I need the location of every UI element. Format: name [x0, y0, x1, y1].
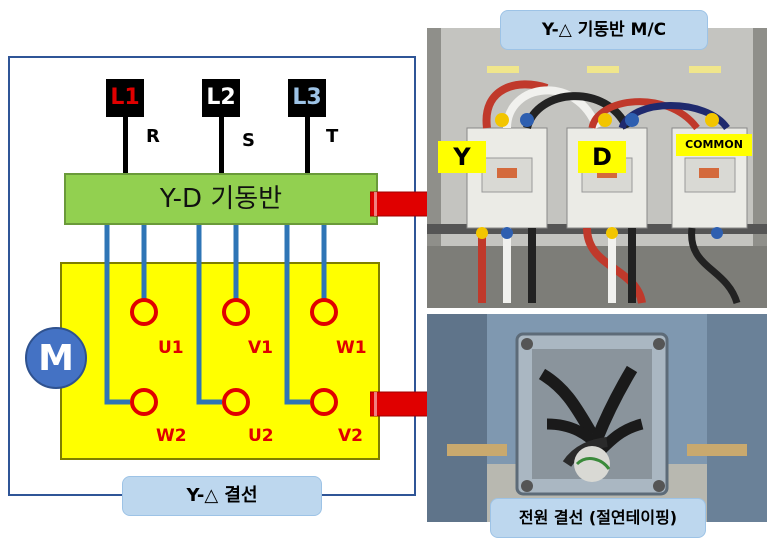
supply-wire-l1: [123, 117, 128, 174]
terminal-v1-label: V1: [248, 338, 273, 358]
terminal-photo-caption-text: 전원 결선 (절연테이핑): [518, 508, 678, 527]
panel-label-common: COMMON: [676, 134, 752, 156]
supply-l3-label: L3: [292, 85, 322, 110]
terminal-u2-label: U2: [248, 426, 274, 446]
terminal-photo: [427, 314, 767, 522]
panel-label-common-text: COMMON: [685, 138, 743, 151]
supply-l1-box: L1: [106, 79, 144, 117]
panel-photo-caption-text: Y-△ 기동반 M/C: [541, 20, 667, 40]
diagram-caption-text: Y-△ 결선: [186, 485, 258, 506]
panel-label-y-text: Y: [453, 143, 471, 171]
terminal-w1: [310, 298, 338, 326]
panel-label-y: Y: [438, 141, 486, 173]
supply-wire-l3: [305, 117, 310, 174]
supply-wire-l2: [219, 117, 224, 174]
supply-l3-box: L3: [288, 79, 326, 117]
motor-symbol-label: M: [38, 338, 74, 379]
supply-l2-label: L2: [206, 85, 236, 110]
terminal-u1: [130, 298, 158, 326]
phase-r-label: R: [146, 126, 160, 147]
phase-s-label: S: [242, 130, 255, 151]
yd-starter-block: Y-D 기동반: [64, 173, 378, 225]
panel-label-d: D: [578, 141, 626, 173]
supply-l1-label: L1: [110, 85, 140, 110]
terminal-v1: [222, 298, 250, 326]
wire-to-w2: [104, 225, 130, 405]
yd-starter-label: Y-D 기동반: [159, 184, 283, 214]
terminal-u2: [222, 388, 250, 416]
terminal-u1-label: U1: [158, 338, 184, 358]
wire-to-u2: [196, 225, 222, 405]
phase-t-label: T: [326, 126, 339, 147]
terminal-w1-label: W1: [336, 338, 367, 358]
motor-symbol: M: [25, 327, 87, 389]
terminal-v2: [310, 388, 338, 416]
terminal-v2-label: V2: [338, 426, 363, 446]
terminal-w2-label: W2: [156, 426, 187, 446]
diagram-caption: Y-△ 결선: [122, 476, 322, 516]
supply-l2-box: L2: [202, 79, 240, 117]
terminal-photo-caption: 전원 결선 (절연테이핑): [490, 498, 706, 538]
panel-photo-caption: Y-△ 기동반 M/C: [500, 10, 708, 50]
panel-label-d-text: D: [592, 143, 612, 171]
terminal-wiring: [104, 225, 327, 405]
terminal-photo-scene: [427, 314, 767, 522]
wire-to-v2: [284, 225, 310, 405]
motor-terminal-box: [60, 262, 380, 460]
terminal-w2: [130, 388, 158, 416]
